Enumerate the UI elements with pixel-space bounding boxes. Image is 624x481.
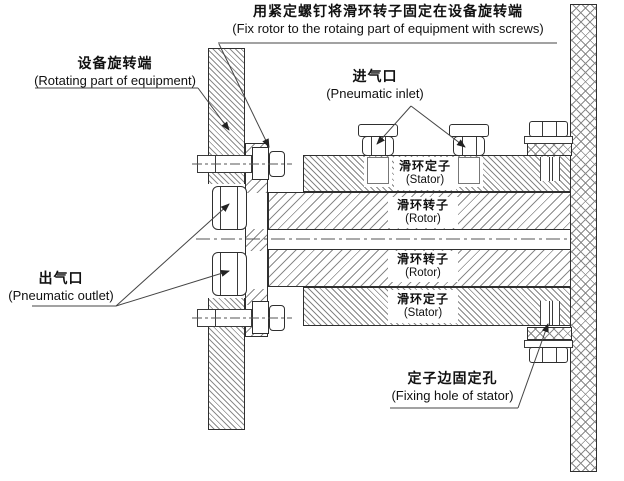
- inlet-hole-2: [455, 157, 483, 187]
- pneumatic-inlet-en: (Pneumatic inlet): [326, 85, 424, 101]
- set-screw-top-shaft: [197, 155, 252, 173]
- fixing-bolt-bottom-head: [529, 347, 568, 363]
- label-rotating-part: 设备旋转端 (Rotating part of equipment): [10, 55, 220, 89]
- pneumatic-inlet-zh: 进气口: [352, 68, 398, 84]
- rotor-top-en: (Rotor): [405, 212, 441, 225]
- flange-hatch-segment: [246, 177, 267, 193]
- set-screw-bottom-head: [252, 301, 269, 334]
- inlet-hole-1: [364, 157, 392, 187]
- part-tag-rotor-bottom: 滑环转子 (Rotor): [388, 251, 458, 282]
- part-tag-rotor-top: 滑环转子 (Rotor): [388, 197, 458, 228]
- flange-hatch-segment: [246, 229, 267, 251]
- rotating-part-en: (Rotating part of equipment): [34, 72, 196, 88]
- outlet-fitting-top: [212, 186, 247, 230]
- set-screw-top-head: [252, 147, 269, 180]
- fixing-bolt-top-head: [529, 121, 568, 137]
- fixing-bolt-top-washer: [524, 136, 573, 144]
- fixing-hole-en: (Fixing hole of stator): [391, 387, 514, 403]
- label-pneumatic-outlet: 出气口 (Pneumatic outlet): [0, 270, 122, 304]
- fixing-hole-slot-bottom: [540, 301, 560, 325]
- inlet-fitting-1-body: [362, 136, 394, 156]
- rotor-bottom-en: (Rotor): [405, 266, 441, 279]
- top-note: 用紧定螺钉将滑环转子固定在设备旋转端 (Fix rotor to the rot…: [203, 3, 573, 37]
- pneumatic-outlet-en: (Pneumatic outlet): [8, 287, 114, 303]
- set-screw-bottom-nut: [269, 305, 285, 331]
- fixing-hole-zh: 定子边固定孔: [407, 370, 498, 386]
- rotor-bottom-zh: 滑环转子: [396, 251, 449, 266]
- top-note-zh: 用紧定螺钉将滑环转子固定在设备旋转端: [253, 3, 523, 19]
- label-pneumatic-inlet: 进气口 (Pneumatic inlet): [292, 68, 458, 102]
- top-note-en: (Fix rotor to the rotaing part of equipm…: [232, 20, 544, 36]
- rotating-part-zh: 设备旋转端: [77, 55, 153, 71]
- stator-top-zh: 滑环定子: [398, 158, 451, 173]
- label-fixing-hole: 定子边固定孔 (Fixing hole of stator): [375, 370, 530, 404]
- inlet-fitting-2-body: [453, 136, 485, 156]
- part-tag-stator-bottom: 滑环定子 (Stator): [388, 290, 458, 323]
- stator-bottom-zh: 滑环定子: [396, 291, 449, 306]
- stator-top-en: (Stator): [405, 173, 445, 186]
- set-screw-top-nut: [269, 151, 285, 177]
- set-screw-bottom-shaft: [197, 309, 252, 327]
- outlet-fitting-bottom: [212, 252, 247, 296]
- rotor-top-zh: 滑环转子: [396, 197, 449, 212]
- wall-bracket-bottom: [527, 327, 572, 340]
- fixed-wall: [570, 4, 597, 472]
- part-tag-stator-top: 滑环定子 (Stator): [394, 157, 456, 190]
- pneumatic-outlet-zh: 出气口: [38, 270, 84, 286]
- stator-bottom-en: (Stator): [403, 306, 443, 319]
- fixing-hole-slot-top: [540, 157, 560, 181]
- wall-bracket-top: [527, 143, 572, 156]
